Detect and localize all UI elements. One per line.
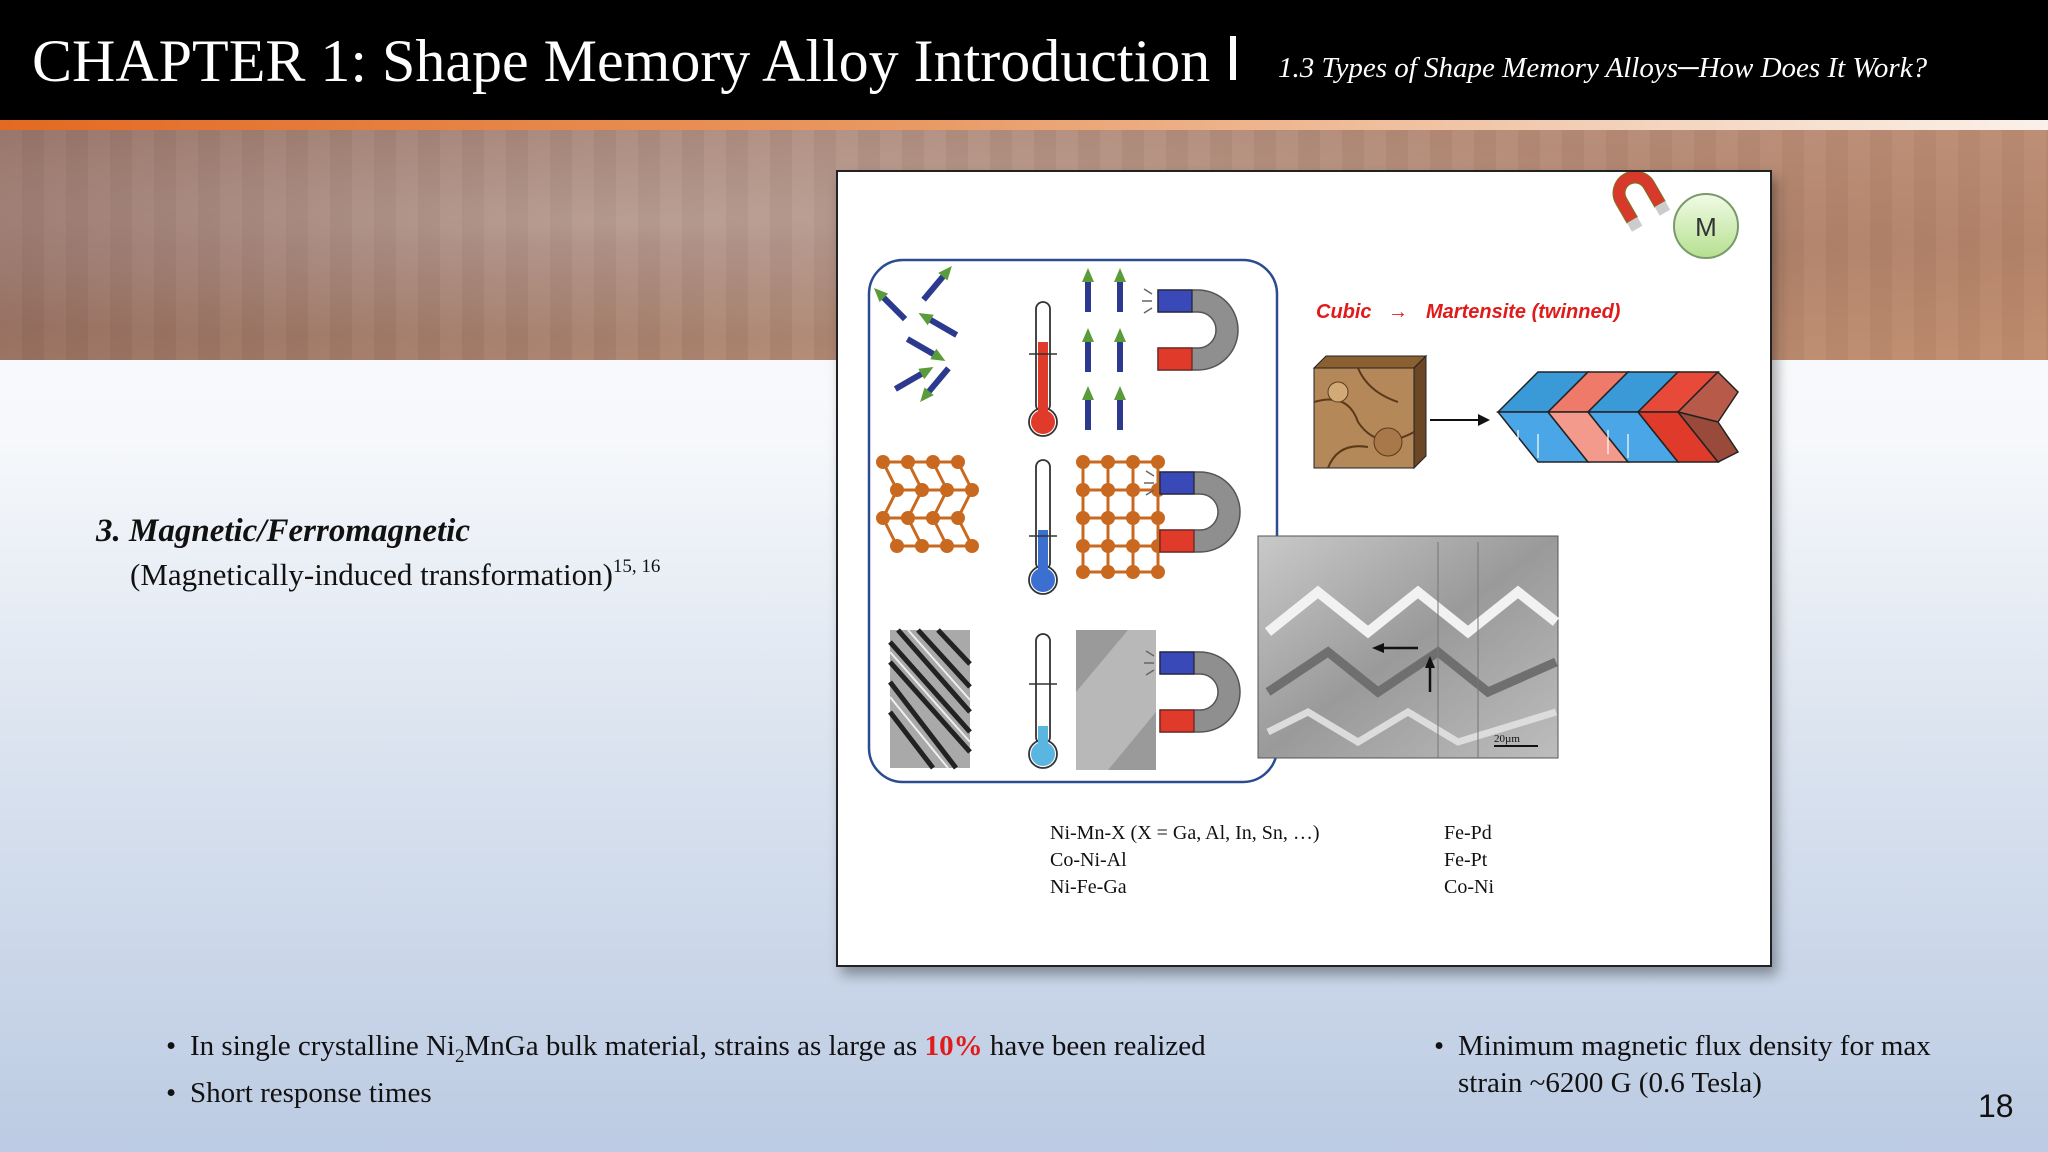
bullet-list-left: In single crystalline Ni2MnGa bulk mater… xyxy=(166,1028,1206,1112)
alloy-item: Co-Ni xyxy=(1444,876,1494,898)
martensite-label: Martensite (twinned) xyxy=(1426,301,1621,323)
alloy-item: Fe-Pt xyxy=(1444,849,1488,871)
sheared-lattice-icon xyxy=(876,455,979,553)
bullet-response: Short response times xyxy=(166,1075,1206,1112)
thermometer-cold-icon xyxy=(1028,459,1058,595)
cubic-crystal-icon xyxy=(1312,354,1428,470)
bullet-list-right: Minimum magnetic flux density for max str… xyxy=(1434,1028,1931,1102)
bullet-flux-density: Minimum magnetic flux density for max str… xyxy=(1434,1028,1931,1102)
item-heading: 3. Magnetic/Ferromagnetic xyxy=(96,513,470,549)
item-subheading: (Magnetically-induced transformation)15,… xyxy=(130,555,661,593)
bullet-text: MnGa bulk material, strains as large as xyxy=(464,1030,925,1062)
alloy-item: Fe-Pd xyxy=(1444,822,1492,844)
twinned-micrograph-icon xyxy=(888,628,972,770)
alloy-item: Ni-Mn-X (X = Ga, Al, In, Sn, …) xyxy=(1050,822,1320,844)
alloys-list-right: Fe-Pd Fe-Pt Co-Ni xyxy=(1444,820,1494,901)
alloy-item: Co-Ni-Al xyxy=(1050,849,1127,871)
arrow-right-icon xyxy=(1430,414,1490,426)
sem-scale-bar-label: 20µm xyxy=(1494,733,1520,745)
magnetic-sma-figure: M xyxy=(838,172,1740,784)
bullet-text: Minimum magnetic flux density for max xyxy=(1458,1030,1931,1062)
bullet-text: In single crystalline Ni xyxy=(190,1030,455,1062)
twinned-martensite-icon xyxy=(1496,370,1740,463)
m-badge-icon: M xyxy=(1673,193,1739,259)
title-bar: CHAPTER 1: Shape Memory Alloy Introducti… xyxy=(0,0,2048,120)
alloys-list-left: Ni-Mn-X (X = Ga, Al, In, Sn, …) Co-Ni-Al… xyxy=(1050,820,1320,901)
accent-rule xyxy=(0,120,2048,130)
figure-card: M xyxy=(836,170,1772,967)
bullet-text: have been realized xyxy=(982,1030,1206,1062)
bullet-strain: In single crystalline Ni2MnGa bulk mater… xyxy=(166,1028,1206,1075)
m-badge-label: M xyxy=(1695,212,1717,242)
reference-superscript: 15, 16 xyxy=(612,555,661,577)
transition-arrow-label: → xyxy=(1388,301,1408,323)
cubic-label: Cubic xyxy=(1316,301,1372,323)
horseshoe-magnet-icon xyxy=(1612,172,1671,232)
bullet-text: strain ~6200 G (0.6 Tesla) xyxy=(1458,1067,1762,1099)
page-number: 18 xyxy=(1978,1088,2014,1124)
title-separator xyxy=(1230,36,1236,80)
item-subheading-text: (Magnetically-induced transformation) xyxy=(130,557,613,592)
cubic-lattice-icon xyxy=(1076,455,1165,579)
sem-micrograph-image: 20µm xyxy=(1257,535,1560,759)
thermometer-cool-icon xyxy=(1028,633,1058,769)
single-variant-micrograph-icon xyxy=(1076,630,1156,770)
thermometer-hot-icon xyxy=(1028,301,1058,437)
chapter-title: CHAPTER 1: Shape Memory Alloy Introducti… xyxy=(32,28,1211,94)
section-title: 1.3 Types of Shape Memory Alloys─How Doe… xyxy=(1278,52,1928,84)
highlight-value: 10% xyxy=(924,1030,983,1062)
subscript: 2 xyxy=(454,1045,465,1067)
alloy-item: Ni-Fe-Ga xyxy=(1050,876,1127,898)
